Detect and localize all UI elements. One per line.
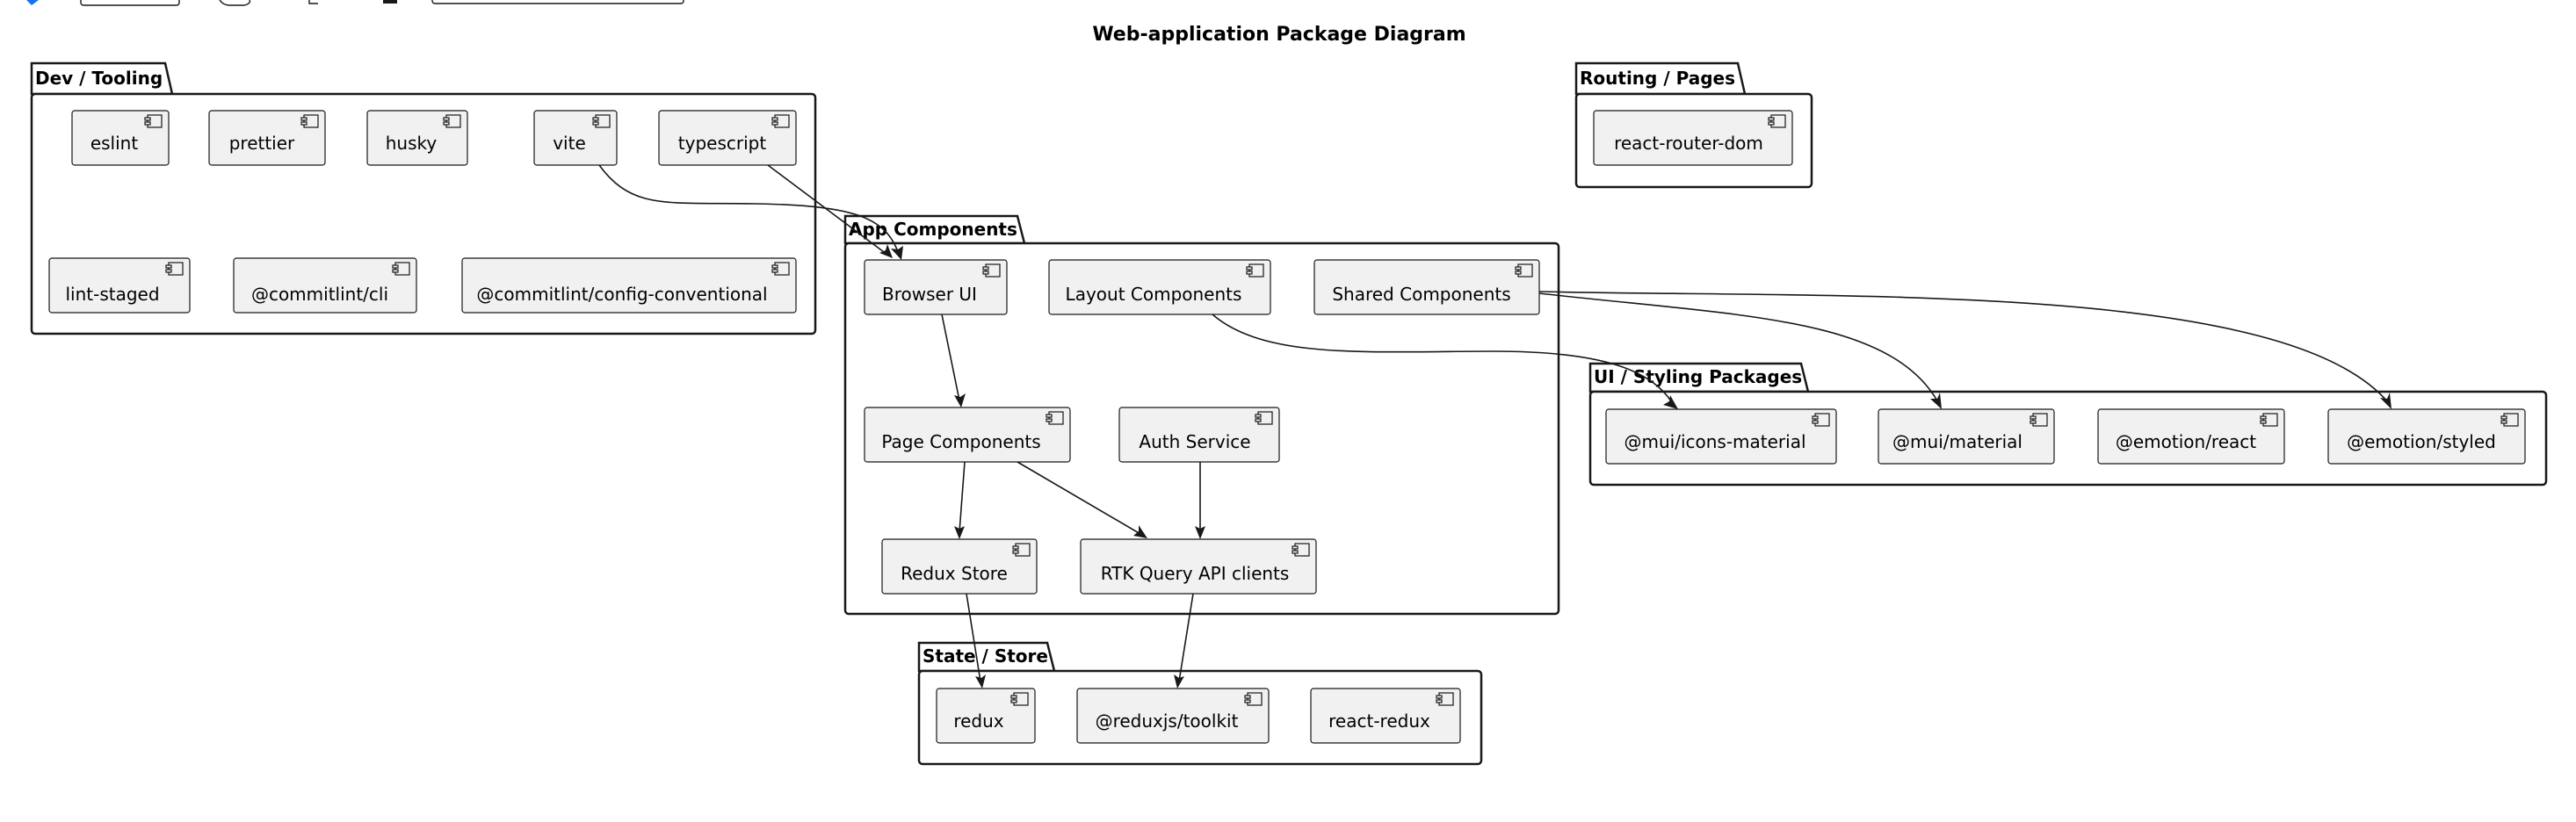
- svg-text:react-redux: react-redux: [1328, 710, 1430, 732]
- component-lint-staged[interactable]: lint-staged: [48, 257, 191, 314]
- edge-rtk-toolkit: [1174, 593, 1194, 689]
- svg-text:lint-staged: lint-staged: [65, 284, 159, 305]
- svg-text:Layout Components: Layout Components: [1066, 284, 1242, 305]
- component-emotion-react[interactable]: @emotion/react: [2097, 408, 2285, 465]
- package-label: App Components: [849, 219, 1017, 240]
- svg-text:prettier: prettier: [229, 133, 295, 154]
- svg-text:husky: husky: [386, 133, 438, 154]
- svg-text:@mui/material: @mui/material: [1892, 431, 2022, 452]
- component-rtk-query-api-clients[interactable]: RTK Query API clients: [1080, 538, 1317, 595]
- svg-text:Auth Service: Auth Service: [1139, 431, 1250, 452]
- svg-text:@mui/icons-material: @mui/icons-material: [1624, 431, 1805, 452]
- svg-text:@reduxjs/toolkit: @reduxjs/toolkit: [1096, 710, 1239, 732]
- diagram-title: Web-application Package Diagram: [1092, 24, 1465, 46]
- component-react-router-dom[interactable]: react-router-dom: [1593, 110, 1793, 166]
- component-page-components[interactable]: Page Components: [864, 407, 1071, 463]
- package-label: Dev / Tooling: [35, 68, 163, 89]
- component-mui-icons-material[interactable]: @mui/icons-material: [1605, 408, 1837, 465]
- package-label: State / Store: [923, 645, 1048, 667]
- edge-typescript-browser-ui: [767, 164, 893, 258]
- component-react-redux[interactable]: react-redux: [1310, 688, 1461, 744]
- svg-text:Redux Store: Redux Store: [901, 563, 1008, 584]
- component-redux-store[interactable]: Redux Store: [881, 538, 1038, 595]
- edge-shared-mui-material[interactable]: [1063, 0, 1942, 409]
- edge-browser-ui-page-components: [941, 314, 966, 407]
- edge-auth-rtk: [1195, 462, 1205, 539]
- package-label: Routing / Pages: [1580, 68, 1735, 89]
- svg-text:@commitlint/config-conventiona: @commitlint/config-conventional: [476, 284, 767, 305]
- package-label: UI / Styling Packages: [1594, 366, 1802, 387]
- component-browser-ui[interactable]: Browser UI: [864, 259, 1008, 315]
- svg-text:redux: redux: [953, 710, 1003, 732]
- component-eslint[interactable]: eslint: [71, 110, 170, 166]
- package-state-store: State / Store redux @reduxjs/toolkit rea…: [917, 641, 1483, 766]
- toolbar-fragment: [26, 0, 684, 6]
- package-routing-pages: Routing / Pages react-router-dom: [1574, 61, 1813, 189]
- undo-icon: [308, 0, 318, 4]
- component-reduxjs-toolkit[interactable]: @reduxjs/toolkit: [1076, 688, 1270, 744]
- component-commitlint-config-conventional[interactable]: @commitlint/config-conventional: [461, 257, 797, 314]
- component-vite[interactable]: vite: [533, 110, 618, 166]
- component-layout-components[interactable]: Layout Components: [1048, 259, 1271, 315]
- svg-text:RTK Query API clients: RTK Query API clients: [1101, 563, 1290, 584]
- component-redux[interactable]: redux: [936, 688, 1036, 744]
- component-shared-components[interactable]: Shared Components: [1313, 259, 1540, 315]
- component-husky[interactable]: husky: [366, 110, 468, 166]
- square-icon: [383, 0, 397, 4]
- svg-text:Shared Components: Shared Components: [1332, 284, 1510, 305]
- svg-text:@emotion/styled: @emotion/styled: [2347, 431, 2496, 452]
- package-app-components: App Components Browser UI Layout Compone…: [843, 214, 1560, 616]
- svg-text:typescript: typescript: [678, 133, 767, 154]
- dependency-edges: [598, 0, 2391, 689]
- edge-page-components-rtk: [1017, 461, 1147, 538]
- package-ui-styling: UI / Styling Packages @mui/icons-materia…: [1588, 362, 2548, 487]
- component-typescript[interactable]: typescript: [658, 110, 797, 166]
- search-field-fragment: [431, 0, 684, 4]
- edge-shared-emotion-styled: [1538, 291, 2391, 409]
- svg-text:@emotion/react: @emotion/react: [2116, 431, 2256, 452]
- component-prettier[interactable]: prettier: [208, 110, 326, 166]
- component-commitlint-cli[interactable]: @commitlint/cli: [233, 257, 417, 314]
- svg-text:@commitlint/cli: @commitlint/cli: [251, 284, 388, 305]
- app-logo-icon: [26, 0, 39, 5]
- toolbar-button-fragment: [80, 0, 180, 6]
- svg-text:Browser UI: Browser UI: [882, 284, 977, 305]
- component-auth-service[interactable]: Auth Service: [1118, 407, 1280, 463]
- component-emotion-styled[interactable]: @emotion/styled: [2327, 408, 2526, 465]
- svg-text:Page Components: Page Components: [881, 431, 1040, 452]
- edge-vite-browser-ui: [598, 164, 903, 260]
- package-dev-tooling: Dev / Tooling eslint prettier husky vite…: [30, 61, 817, 335]
- cloud-icon: [219, 0, 251, 6]
- svg-text:react-router-dom: react-router-dom: [1614, 133, 1763, 154]
- svg-text:eslint: eslint: [90, 133, 139, 154]
- edge-page-components-redux-store: [954, 461, 966, 539]
- edge-redux-store-redux: [966, 593, 986, 689]
- svg-text:vite: vite: [553, 133, 586, 154]
- component-mui-material[interactable]: @mui/material: [1878, 408, 2055, 465]
- edge-layout-icons-material: [1212, 314, 1678, 409]
